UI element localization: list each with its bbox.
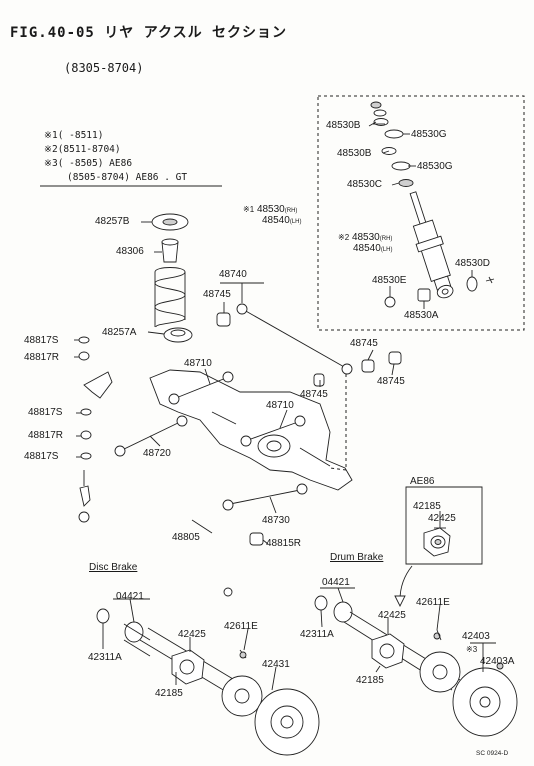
- label-disc-42431: 42431: [262, 659, 290, 670]
- label-48817s-2: 48817S: [28, 407, 63, 418]
- label-48745-3: 48745: [300, 389, 328, 400]
- footer-code: SC 0924-D: [476, 750, 509, 757]
- label-drum-42425: 42425: [378, 610, 406, 621]
- lateral-control-rod: [217, 304, 401, 470]
- legend-line-3: ※3( -8505) AE86: [44, 158, 133, 169]
- label-drum-42311a: 42311A: [300, 629, 334, 640]
- label-48745-1: 48745: [203, 289, 231, 300]
- legend-line-2: ※2(8511-8704): [44, 144, 121, 155]
- note-2-48530: ※2 48530(RH): [338, 232, 393, 243]
- label-48745-2: 48745: [350, 338, 378, 349]
- date-range: (8305-8704): [64, 61, 144, 75]
- label-48306: 48306: [116, 246, 144, 257]
- shock-absorber-box: [318, 96, 524, 330]
- legend-line-1: ※1( -8511): [44, 130, 104, 141]
- label-ae86-42185: 42185: [413, 501, 441, 512]
- stabilizer-bar: [79, 508, 263, 596]
- shock-absorber: [401, 189, 460, 302]
- label-48710-1: 48710: [184, 358, 212, 369]
- note-1-48540: 48540(LH): [262, 215, 302, 226]
- label-48257b: 48257B: [95, 216, 130, 227]
- leader-lines: [74, 122, 500, 690]
- label-drum-mark-3: ※3: [466, 645, 478, 654]
- label-disc-42311a: 42311A: [88, 652, 122, 663]
- label-drum-04421: 04421: [322, 577, 350, 588]
- label-48530g-1: 48530G: [411, 129, 447, 140]
- label-drum-42403a: 42403A: [480, 656, 515, 667]
- label-48720: 48720: [143, 448, 171, 459]
- figure-title: FIG.40-05 リヤ アクスル セクション: [10, 25, 288, 41]
- label-disc-42185: 42185: [155, 688, 183, 699]
- disc-brake-assembly: [97, 609, 319, 755]
- coil-spring-assembly: [152, 214, 192, 342]
- label-48817r-2: 48817R: [28, 430, 64, 441]
- label-48745-4: 48745: [377, 376, 405, 387]
- label-48710-2: 48710: [266, 400, 294, 411]
- label-48530c: 48530C: [347, 179, 383, 190]
- label-48817s-1: 48817S: [24, 335, 59, 346]
- label-ae86-42425: 42425: [428, 513, 456, 524]
- label-drum-42611e: 42611E: [416, 597, 450, 608]
- bracket: [84, 372, 112, 398]
- upper-control-arms: [169, 372, 305, 446]
- ae86-label: AE86: [410, 476, 435, 487]
- drum-brake-pointer: [400, 566, 412, 600]
- label-48530g-2: 48530G: [417, 161, 453, 172]
- stabilizer-link: [80, 486, 90, 506]
- disc-brake-heading: Disc Brake: [89, 562, 138, 573]
- label-disc-42425: 42425: [178, 629, 206, 640]
- legend-line-4: (8505-8704) AE86 . GT: [67, 172, 188, 183]
- note-1-48530: ※1 48530(RH): [243, 204, 298, 215]
- rear-axle-housing: [150, 370, 352, 490]
- label-48530b-2: 48530B: [337, 148, 372, 159]
- label-48530a: 48530A: [404, 310, 439, 321]
- label-48817r-1: 48817R: [24, 352, 60, 363]
- drum-brake-heading: Drum Brake: [330, 552, 384, 563]
- label-48740: 48740: [219, 269, 247, 280]
- stabilizer-bushings: [79, 337, 91, 459]
- shock-hardware-stack: [371, 102, 413, 187]
- label-disc-04421: 04421: [116, 591, 144, 602]
- label-drum-42403: 42403: [462, 631, 490, 642]
- label-48530b-1: 48530B: [326, 120, 361, 131]
- label-drum-42185: 42185: [356, 675, 384, 686]
- label-48530e: 48530E: [372, 275, 407, 286]
- label-48815r: 48815R: [266, 538, 302, 549]
- drum-brake-assembly: [315, 596, 517, 736]
- ae86-inset-box: [406, 487, 482, 564]
- label-48530d: 48530D: [455, 258, 491, 269]
- ae86-hub: [424, 528, 450, 556]
- label-48805: 48805: [172, 532, 200, 543]
- lower-control-arms: [115, 416, 307, 510]
- note-2-48540: 48540(LH): [353, 243, 393, 254]
- label-48257a: 48257A: [102, 327, 137, 338]
- label-48817s-3: 48817S: [24, 451, 59, 462]
- label-disc-42611e: 42611E: [224, 621, 258, 632]
- label-48730: 48730: [262, 515, 290, 526]
